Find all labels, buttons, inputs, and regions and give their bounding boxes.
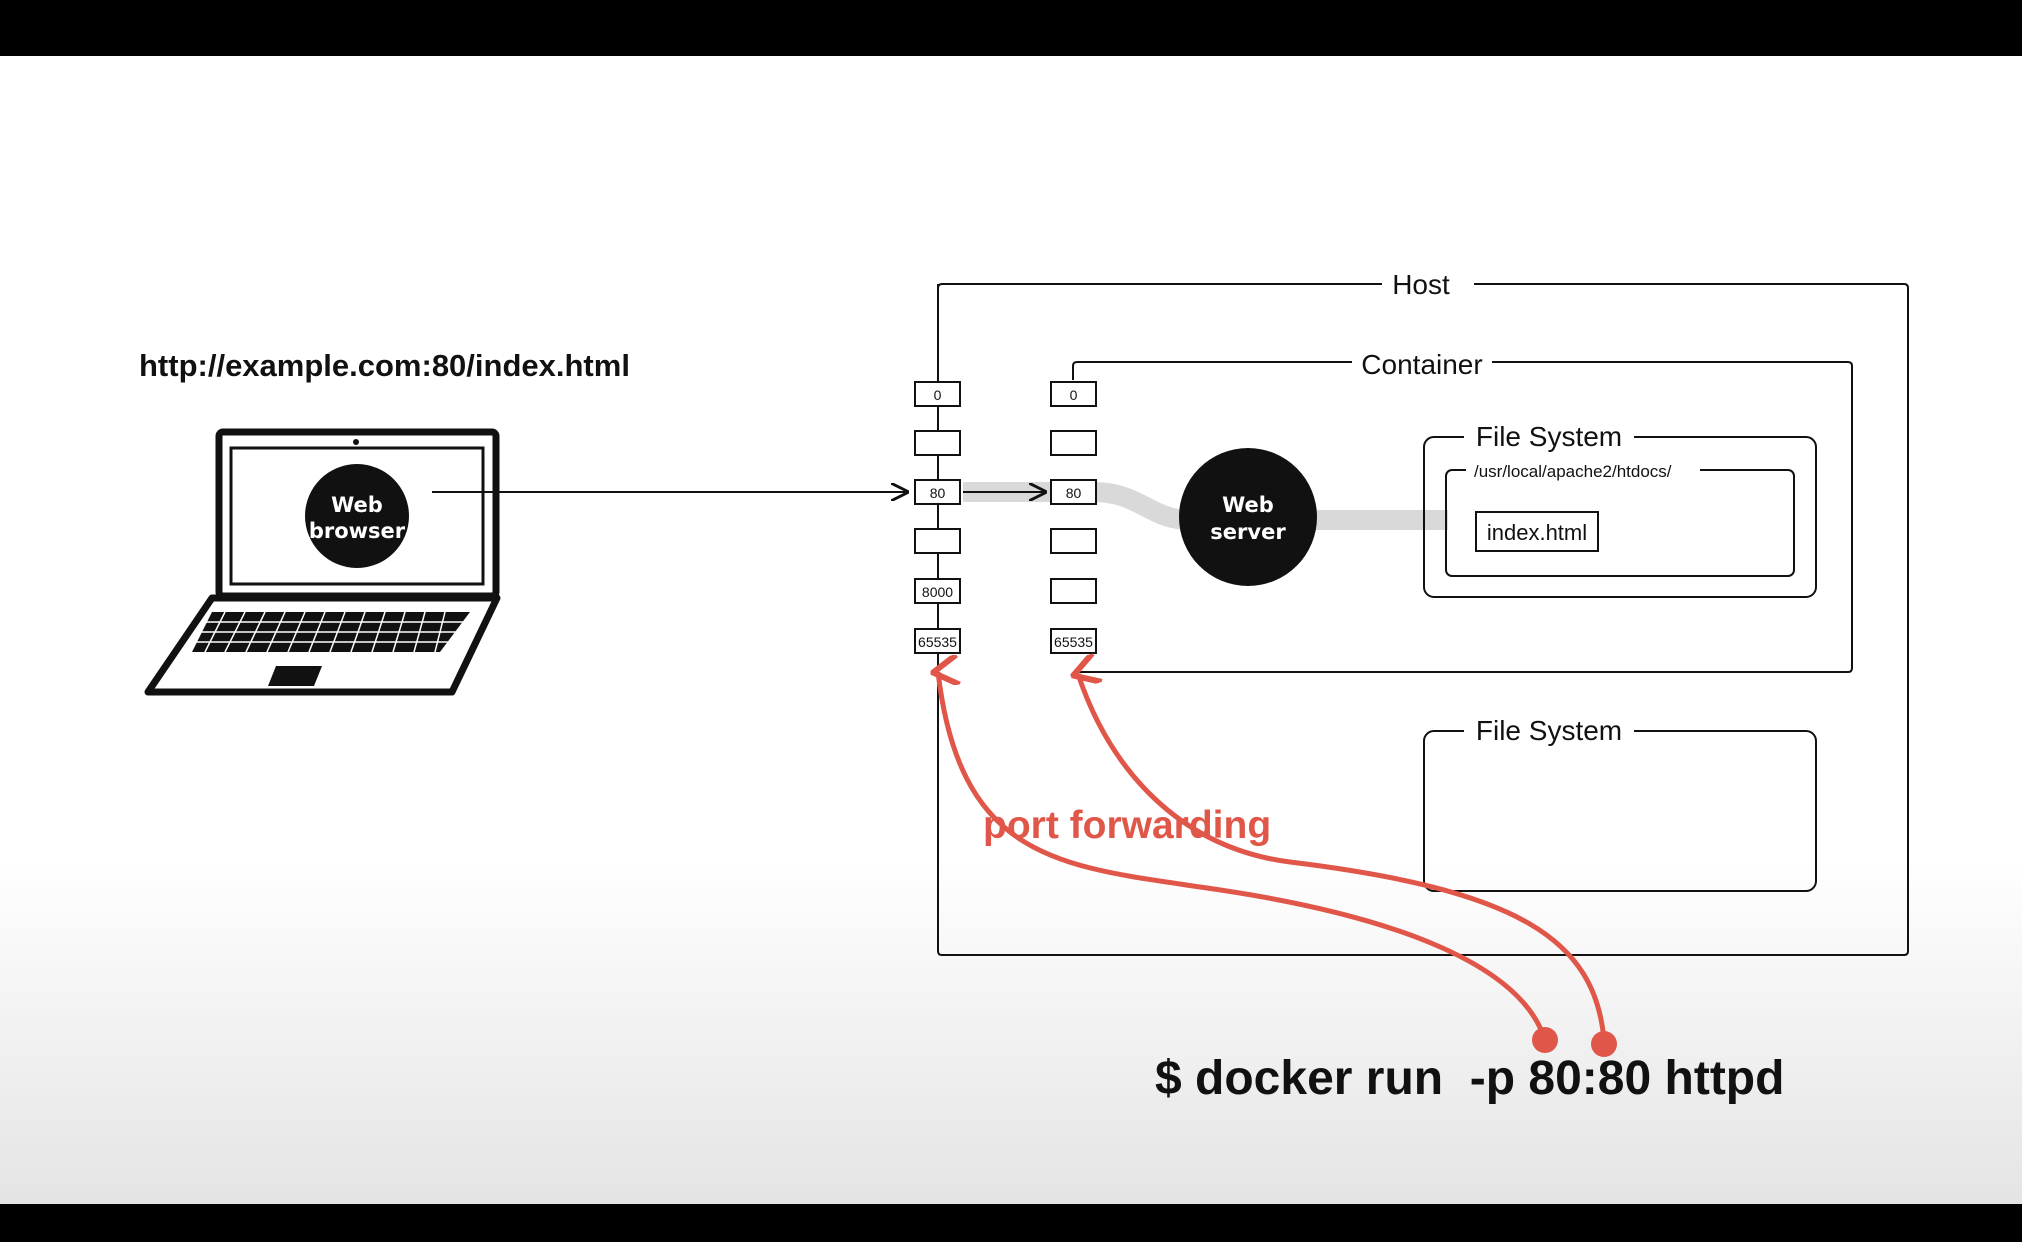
web-browser-label-2: browser: [309, 519, 406, 543]
web-browser-label-1: Web: [331, 493, 383, 517]
data-pipe-container: [1092, 482, 1191, 530]
container-port-arg-dot: [1591, 1031, 1617, 1057]
container-file-system-label: File System: [1476, 421, 1622, 452]
laptop-icon: [144, 428, 501, 696]
index-file: [1475, 511, 1599, 552]
container-port-label: 65535: [1054, 634, 1093, 650]
host-port-forward-curve: [938, 672, 1548, 1041]
host-port: [914, 479, 961, 505]
request-url: http://example.com:80/index.html: [139, 348, 630, 383]
web-server-label-2: server: [1210, 520, 1286, 544]
host-port-column: 0 80 8000 65535: [914, 381, 961, 654]
container-port: [1050, 578, 1097, 604]
host-port-label: 80: [930, 485, 946, 501]
container-label: Container: [1361, 349, 1482, 380]
host-label: Host: [1392, 269, 1450, 300]
host-port: [914, 578, 961, 604]
index-file-label: index.html: [1487, 520, 1587, 545]
host-port-label: 8000: [922, 584, 953, 600]
container-port-label: 80: [1066, 485, 1082, 501]
web-server-label-1: Web: [1222, 493, 1274, 517]
htdocs-path: /usr/local/apache2/htdocs/: [1474, 462, 1672, 481]
web-browser-node: [305, 464, 409, 568]
container-port-label: 0: [1070, 387, 1078, 403]
container-port-forward-curve: [1078, 674, 1607, 1041]
host-port: [914, 528, 961, 554]
host-port: [914, 430, 961, 456]
container-port: [1050, 430, 1097, 456]
host-file-system-label: File System: [1476, 715, 1622, 746]
host-port-arg-dot: [1532, 1027, 1558, 1053]
container-port-column: 0 80 65535: [1050, 381, 1097, 654]
host-port: [914, 628, 961, 654]
host-port-label: 65535: [918, 634, 957, 650]
docker-command: $ docker run -p 80:80 httpd: [1155, 1052, 1784, 1105]
web-server-node: [1179, 448, 1317, 586]
container-port: [1050, 381, 1097, 407]
host-port-label: 0: [934, 387, 942, 403]
host-file-system: [1423, 730, 1817, 892]
container-port: [1050, 528, 1097, 554]
port-forwarding-label: port forwarding: [983, 804, 1271, 847]
container-port: [1050, 479, 1097, 505]
host-port: [914, 381, 961, 407]
